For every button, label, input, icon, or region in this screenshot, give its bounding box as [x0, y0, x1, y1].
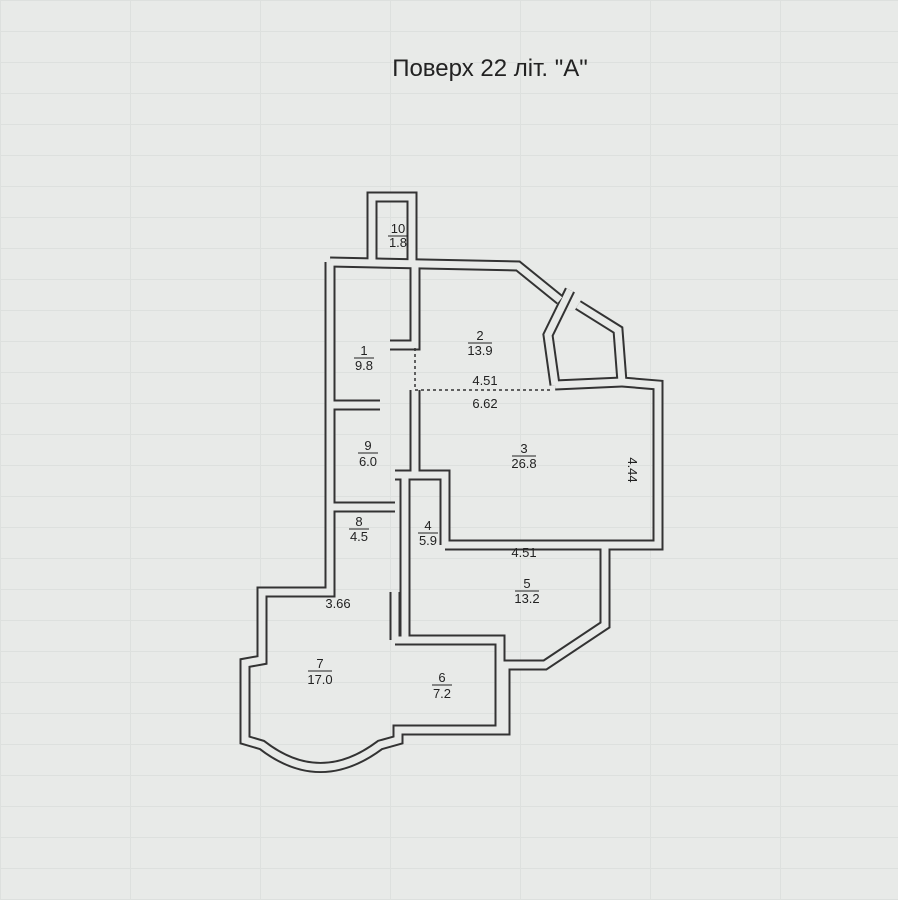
- room-3-label: 326.8: [511, 441, 536, 471]
- room-9-label: 96.0: [358, 438, 378, 469]
- room-divider-dotted: [414, 348, 552, 391]
- svg-text:13.2: 13.2: [514, 591, 539, 606]
- room-6-label: 67.2: [432, 670, 452, 701]
- room-1-label: 19.8: [354, 343, 374, 373]
- room-10-label: 101.8: [388, 221, 408, 250]
- room-labels: 101.8 19.8 213.9 326.8 45.9 513.2 67.2 7…: [307, 221, 539, 701]
- dimension-4-51-top: 4.51: [472, 373, 497, 388]
- svg-text:4.5: 4.5: [350, 529, 368, 544]
- svg-text:17.0: 17.0: [307, 672, 332, 687]
- svg-text:5: 5: [523, 576, 530, 591]
- svg-text:26.8: 26.8: [511, 456, 536, 471]
- wall-fill: [241, 193, 662, 771]
- svg-text:8: 8: [355, 514, 362, 529]
- svg-text:1.8: 1.8: [389, 235, 407, 250]
- room-8-label: 84.5: [349, 514, 369, 544]
- svg-text:5.9: 5.9: [419, 533, 437, 548]
- dimension-3-66: 3.66: [325, 596, 350, 611]
- dimension-labels: 4.51 6.62 4.44 4.51 3.66: [325, 373, 640, 611]
- room-7-label: 717.0: [307, 656, 332, 687]
- outer-wall: [239, 256, 664, 773]
- svg-text:7: 7: [316, 656, 323, 671]
- room-2-label: 213.9: [467, 328, 492, 358]
- svg-text:1: 1: [360, 343, 367, 358]
- svg-text:2: 2: [476, 328, 483, 343]
- svg-text:4: 4: [424, 518, 431, 533]
- svg-text:7.2: 7.2: [433, 686, 451, 701]
- dimension-6-62: 6.62: [472, 396, 497, 411]
- svg-text:9.8: 9.8: [355, 358, 373, 373]
- svg-text:3: 3: [520, 441, 527, 456]
- svg-text:6.0: 6.0: [359, 454, 377, 469]
- svg-text:6: 6: [438, 670, 445, 685]
- svg-text:13.9: 13.9: [467, 343, 492, 358]
- plan-title: Поверх 22 літ. "А": [392, 55, 588, 82]
- room-4-label: 45.9: [418, 518, 438, 548]
- svg-text:9: 9: [364, 438, 371, 453]
- dimension-4-51-bottom: 4.51: [511, 545, 536, 560]
- dimension-4-44: 4.44: [625, 457, 640, 482]
- room-5-label: 513.2: [514, 576, 539, 606]
- svg-text:10: 10: [391, 221, 405, 236]
